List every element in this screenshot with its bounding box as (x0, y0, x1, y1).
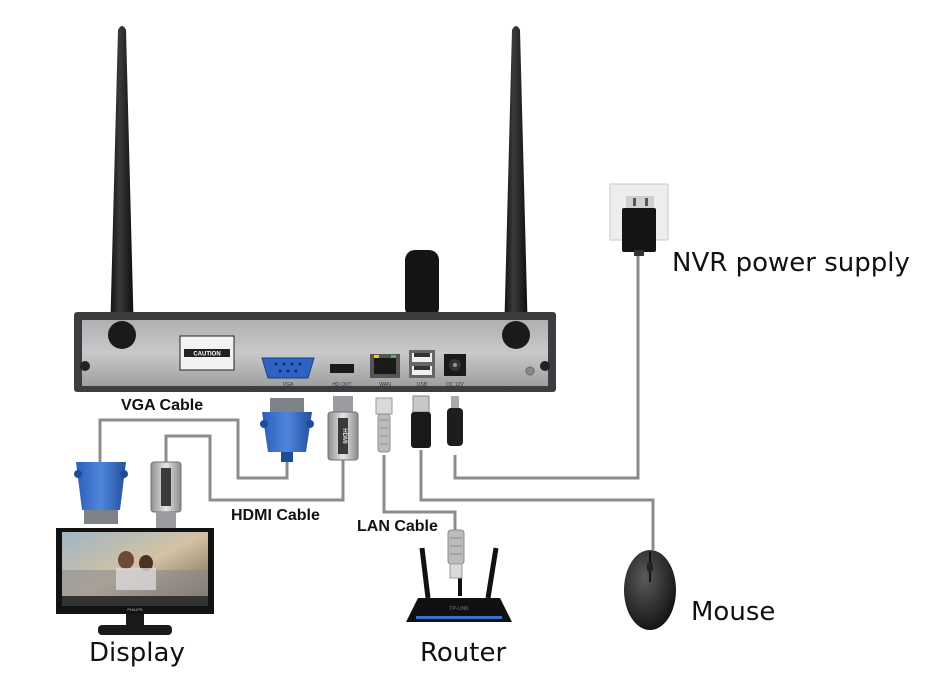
hdmi-cable-line (164, 434, 345, 502)
vga-port-label: VGA (283, 382, 294, 388)
nvr-power-supply-label: NVR power supply (672, 248, 910, 278)
vga-plug-nvr (260, 398, 314, 462)
nvr-device: CAUTION VGA HD OUT WAN (74, 312, 556, 392)
hdmi-plug-nvr: HDMI (327, 396, 359, 461)
antenna-right (504, 26, 528, 352)
monitor-brand: PHILIPS (127, 607, 143, 612)
vga-port: VGA (261, 357, 315, 388)
dc-power-port: DC 12V (444, 354, 466, 388)
caution-sticker: CAUTION (179, 335, 235, 371)
vga-plug-display (74, 462, 128, 524)
lan-cable-label: LAN Cable (357, 518, 438, 535)
mouse-label: Mouse (691, 597, 776, 627)
hdmi-plug-display (150, 461, 182, 528)
mouse-cable-line (419, 450, 655, 550)
antenna-left (110, 26, 134, 352)
caution-text: CAUTION (193, 352, 220, 358)
lan-plug-router (447, 529, 465, 579)
router-brand: TP-LINK (449, 606, 469, 612)
hdmi-plug-label: HDMI (341, 428, 347, 444)
lan-plug-nvr (375, 397, 393, 453)
usb-port-label: USB (417, 382, 428, 388)
mouse (624, 550, 676, 630)
router-label: Router (420, 638, 507, 668)
dc-plug-nvr (447, 396, 463, 446)
power-cable-line (453, 250, 640, 480)
lan-port-label: WAN (379, 382, 391, 388)
usb-ports: USB (409, 350, 435, 388)
lan-port: WAN (370, 354, 400, 388)
lan-cable-line (382, 455, 457, 530)
usb-plug-nvr (411, 395, 431, 448)
display-monitor: PHILIPS (56, 528, 214, 635)
vga-cable-line (98, 418, 289, 480)
power-adapter (622, 208, 656, 256)
cables (98, 250, 655, 550)
vga-cable-label: VGA Cable (121, 397, 204, 414)
hdmi-cable-label: HDMI Cable (231, 507, 320, 524)
dc-port-label: DC 12V (446, 382, 464, 388)
hdmi-port: HD OUT (330, 364, 354, 388)
display-label: Display (89, 638, 185, 668)
hdmi-port-label: HD OUT (332, 382, 351, 388)
